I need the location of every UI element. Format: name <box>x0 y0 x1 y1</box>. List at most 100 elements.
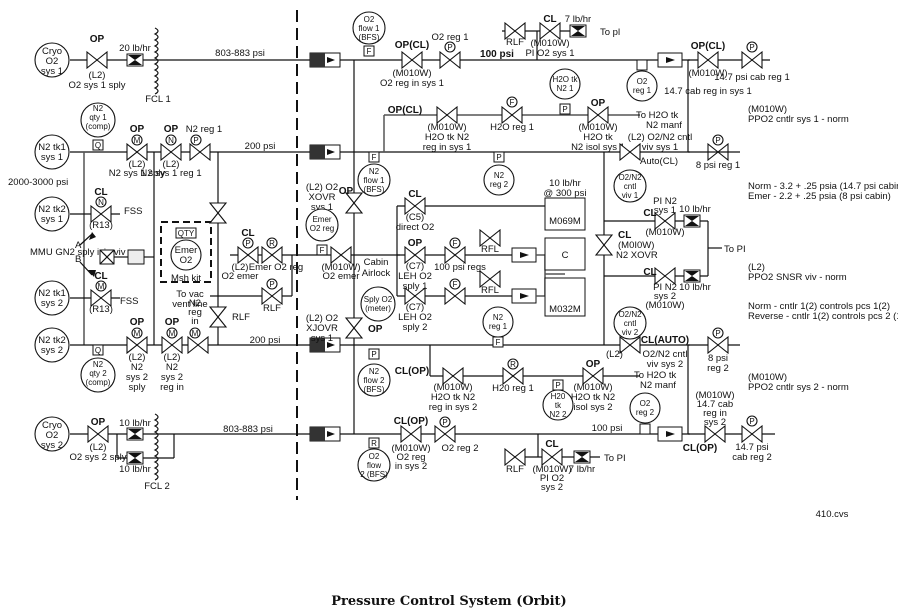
svg-text:O2 emer: O2 emer <box>323 271 360 282</box>
o2-reg1 <box>439 51 461 69</box>
pi-o2-sys2-valve[interactable] <box>541 448 563 466</box>
svg-text:(R13): (R13) <box>89 220 113 231</box>
svg-text:200 psi: 200 psi <box>245 141 276 152</box>
svg-text:CL(OP): CL(OP) <box>395 366 429 377</box>
svg-text:O2 sys 2 sply: O2 sys 2 sply <box>69 452 126 463</box>
svg-text:H20 reg 1: H20 reg 1 <box>492 383 534 394</box>
h2o-reg-in-sys1-valve[interactable] <box>436 106 458 124</box>
o2-reg2 <box>434 425 456 443</box>
flow-restrictor-icon <box>573 450 591 464</box>
svg-text:(L2): (L2) <box>163 159 180 170</box>
svg-text:P: P <box>749 43 754 52</box>
o2-reg-in-sys1-valve[interactable] <box>401 51 423 69</box>
svg-text:OP: OP <box>164 124 179 135</box>
svg-text:PPO2 SNSR viv - norm: PPO2 SNSR viv - norm <box>748 272 847 283</box>
svg-text:100 psi: 100 psi <box>592 423 623 434</box>
emer-o2-kit <box>160 221 212 283</box>
svg-text:direct O2: direct O2 <box>396 222 435 233</box>
flow-restrictor-icon <box>683 269 701 283</box>
svg-text:CL(OP): CL(OP) <box>683 443 717 454</box>
svg-text:B: B <box>75 254 81 265</box>
svg-text:CL(AUTO): CL(AUTO) <box>641 335 689 346</box>
m032m-module <box>544 277 586 317</box>
o2-flow1-sensor <box>352 11 386 45</box>
o2-sys2-sply-valve[interactable] <box>87 425 109 443</box>
n2-tk1-sys2 <box>34 280 70 316</box>
svg-text:Sply O2(meter): Sply O2(meter) <box>364 295 393 313</box>
emer-o2-reg-sensor <box>305 208 339 242</box>
svg-text:100 psi regs: 100 psi regs <box>434 262 486 273</box>
o2-xjovr-sys1-valve[interactable] <box>345 317 363 339</box>
check-valve-n2-sys1 <box>309 144 341 160</box>
pi-o2-sys1-valve[interactable] <box>539 22 561 40</box>
o2-emer-valve[interactable] <box>330 246 352 264</box>
cab-reg-in-sys2-valve[interactable] <box>704 425 726 443</box>
svg-text:Reverse - cntlr 1(2) controls: Reverse - cntlr 1(2) controls pcs 2 (1) <box>748 311 898 322</box>
o2-emer-valve[interactable] <box>237 246 259 264</box>
n2-sys2-reg-in-valve[interactable] <box>161 336 183 354</box>
n2-tk2-sys2 <box>34 327 70 363</box>
svg-text:Msh kit: Msh kit <box>171 273 201 284</box>
svg-text:(M010W): (M010W) <box>645 227 684 238</box>
svg-text:(M0I0W)N2 XOVR: (M0I0W)N2 XOVR <box>616 240 658 261</box>
svg-text:RFL: RFL <box>481 244 499 255</box>
svg-text:OP: OP <box>339 186 354 197</box>
fcl2-coil <box>153 413 159 481</box>
svg-text:F: F <box>496 338 501 347</box>
svg-text:(M010W): (M010W) <box>392 68 431 79</box>
n2-sys1-reg1-valve[interactable] <box>160 143 182 161</box>
n2-isolation-valve[interactable] <box>209 202 227 224</box>
o2n2-cntl-viv-sys1[interactable] <box>619 143 641 161</box>
cab-reg-in-sys1-valve[interactable] <box>697 51 719 69</box>
fcl1-label: FCL 1 <box>145 94 171 105</box>
o2-sys1-sply-label: O2 sys 1 sply <box>68 80 125 91</box>
check-valve <box>511 247 537 263</box>
o2-reg-in-sys2-valve[interactable] <box>400 425 422 443</box>
svg-text:FSS: FSS <box>120 296 138 307</box>
svg-text:M: M <box>134 329 141 338</box>
svg-text:CL: CL <box>643 208 656 219</box>
svg-text:P: P <box>245 239 250 248</box>
svg-text:P: P <box>749 417 754 426</box>
svg-text:PI O2 sys 1: PI O2 sys 1 <box>525 48 574 59</box>
svg-text:(L2): (L2) <box>232 262 249 273</box>
n2-sys1-sply-valve[interactable] <box>126 143 148 161</box>
svg-text:F: F <box>510 98 515 107</box>
svg-text:R: R <box>371 439 377 448</box>
o2-sys1-sply-valve[interactable] <box>86 51 108 69</box>
check-valve <box>657 52 683 68</box>
check-valve <box>657 426 683 442</box>
svg-text:803-883 psi: 803-883 psi <box>223 424 273 435</box>
svg-text:FCL 2: FCL 2 <box>144 481 170 492</box>
n2-xovr-valve[interactable] <box>595 234 613 256</box>
svg-text:P: P <box>442 418 447 427</box>
h2o-tk-n2-2-sensor <box>542 389 574 421</box>
n2-sys2-sply-valve[interactable] <box>126 336 148 354</box>
flow-20-label: 20 lb/hr <box>119 43 151 54</box>
svg-text:Norm - 3.2 + .25 psia (14.7 ps: Norm - 3.2 + .25 psia (14.7 psi cabin) <box>748 181 898 192</box>
svg-text:F: F <box>372 153 377 162</box>
svg-text:FSS: FSS <box>124 206 142 217</box>
n2-reg-in <box>187 336 209 354</box>
doc-id: 410.cvs <box>816 509 849 520</box>
l2-label: (L2) <box>89 70 106 81</box>
h2o-isol-sys1-valve[interactable] <box>587 106 609 124</box>
